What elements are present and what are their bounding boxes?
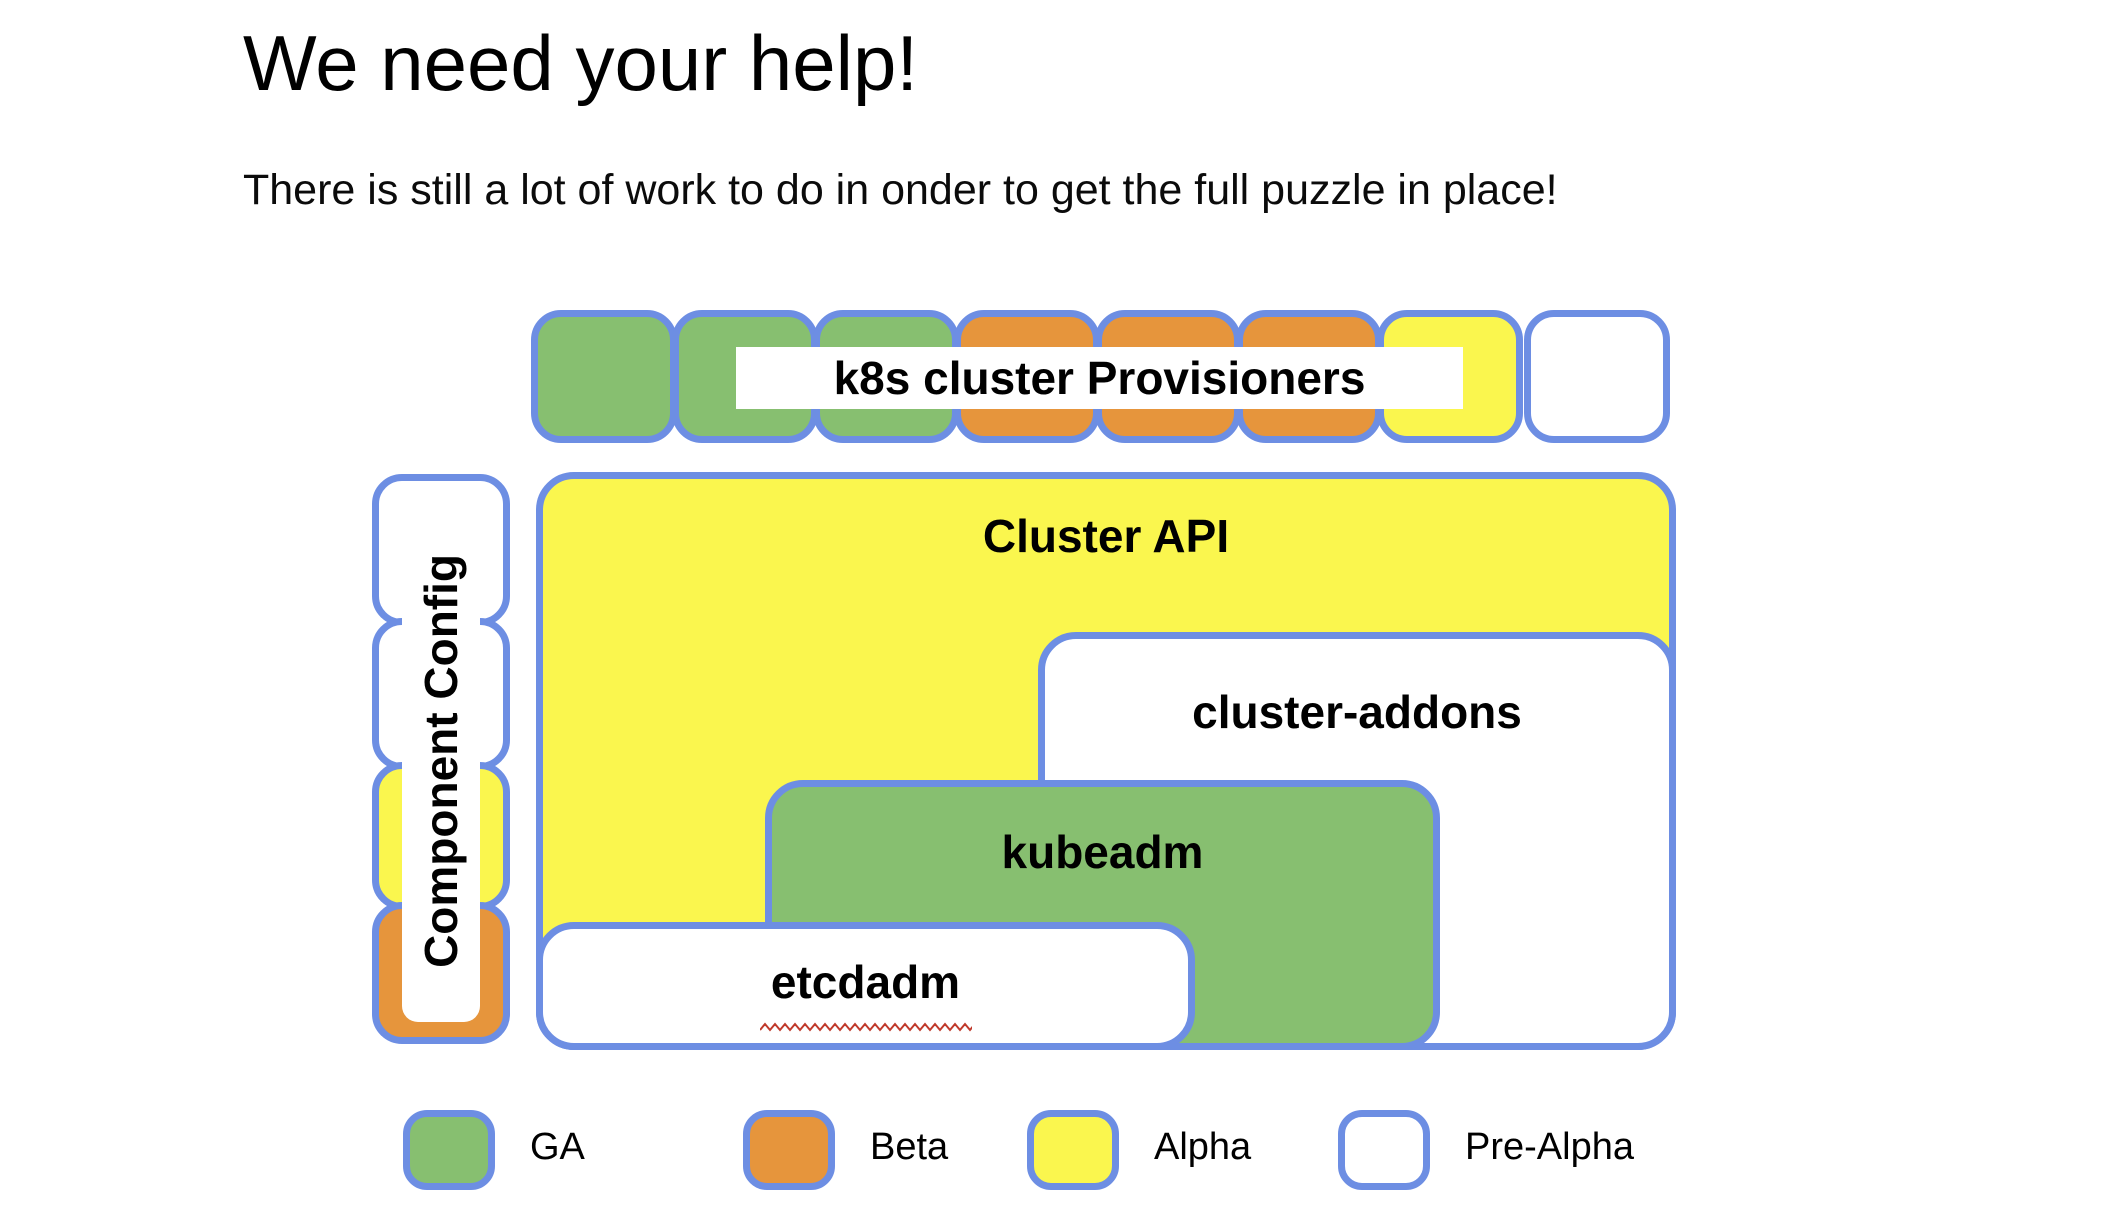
- legend-label-ga: GA: [530, 1126, 585, 1168]
- provisioner-square-1: [531, 310, 677, 443]
- cluster-addons-label: cluster-addons: [1192, 686, 1522, 738]
- legend-swatch-ga: [403, 1110, 495, 1190]
- spellcheck-squiggle-icon: [759, 1022, 972, 1032]
- cluster-api-label: Cluster API: [982, 510, 1230, 562]
- legend-label-pre-alpha: Pre-Alpha: [1465, 1126, 1634, 1168]
- etcdadm-label: etcdadm: [770, 956, 961, 1008]
- legend-swatch-alpha: [1027, 1110, 1119, 1190]
- provisioners-label: k8s cluster Provisioners: [736, 347, 1463, 409]
- legend-label-beta: Beta: [870, 1126, 949, 1168]
- component-config-label: Component Config: [402, 500, 480, 1022]
- etcdadm-box: etcdadm: [536, 922, 1195, 1050]
- component-config-label-text: Component Config: [415, 554, 467, 968]
- page-subtitle: There is still a lot of work to do in on…: [243, 166, 1558, 214]
- legend-swatch-pre-alpha: [1338, 1110, 1430, 1190]
- legend-swatch-beta: [743, 1110, 835, 1190]
- page-title: We need your help!: [243, 19, 918, 107]
- legend-label-alpha: Alpha: [1154, 1126, 1252, 1168]
- kubeadm-label: kubeadm: [1001, 826, 1204, 878]
- provisioner-square-8: [1524, 310, 1670, 443]
